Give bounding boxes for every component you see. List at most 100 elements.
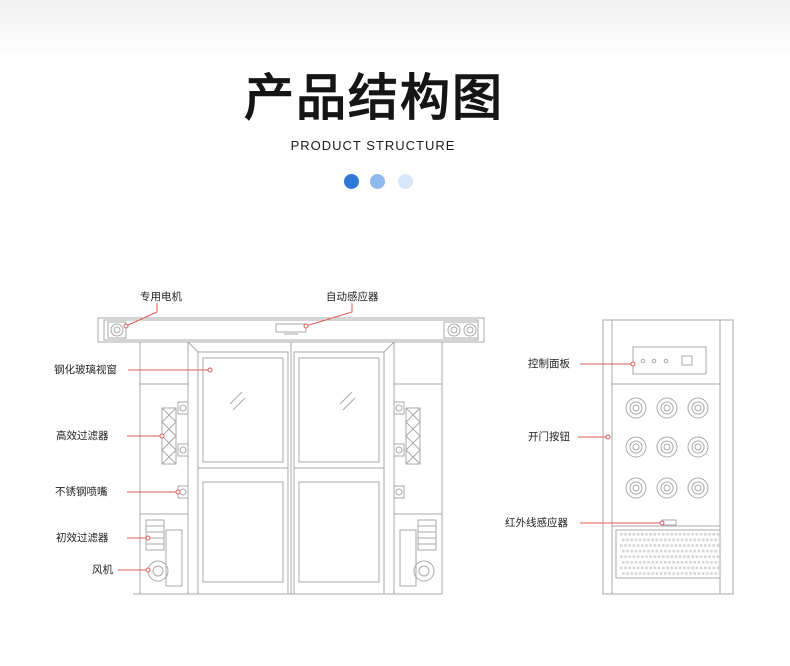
vent-hole bbox=[624, 555, 627, 558]
vent-hole bbox=[628, 566, 631, 570]
vent-hole bbox=[685, 561, 688, 564]
vent-hole bbox=[676, 549, 680, 553]
pointer-dot bbox=[630, 361, 636, 367]
vent-hole bbox=[666, 544, 669, 547]
top-beam bbox=[97, 317, 485, 343]
vent-hole bbox=[710, 538, 713, 542]
vent-hole bbox=[638, 561, 642, 564]
fan-icon-right bbox=[413, 560, 435, 582]
side-nozzle-grid bbox=[625, 397, 709, 499]
vent-hole bbox=[716, 544, 720, 547]
side-cabinet bbox=[602, 319, 734, 595]
vent-hole bbox=[704, 555, 707, 558]
vent-hole bbox=[649, 555, 652, 558]
vent-hole bbox=[704, 566, 707, 570]
vent-hole bbox=[666, 533, 669, 536]
vent-hole bbox=[622, 572, 625, 575]
vent-hole bbox=[689, 572, 692, 575]
vent-hole bbox=[645, 566, 648, 570]
vent-hole bbox=[672, 538, 675, 542]
vent-hole bbox=[668, 561, 671, 564]
vent-hole bbox=[657, 566, 661, 570]
vent-hole bbox=[628, 544, 631, 547]
vent-hole bbox=[674, 555, 678, 558]
vent-hole bbox=[680, 561, 684, 564]
vent-hole bbox=[664, 538, 667, 542]
vent-hole bbox=[626, 538, 629, 542]
vent-hole bbox=[668, 538, 671, 542]
vent-hole bbox=[649, 566, 652, 570]
vent-hole bbox=[674, 533, 678, 536]
vent-hole bbox=[624, 533, 627, 536]
vent-hole bbox=[651, 549, 654, 553]
vent-hole bbox=[643, 561, 646, 564]
vent-hole bbox=[689, 549, 692, 553]
vent-hole bbox=[678, 544, 682, 547]
vent-hole bbox=[668, 572, 671, 575]
vent-hole bbox=[620, 544, 623, 547]
pointer-line bbox=[125, 303, 158, 327]
label-hepa-filter: 高效过滤器 bbox=[56, 430, 109, 442]
right-pillar bbox=[393, 341, 443, 595]
vent-hole bbox=[634, 538, 638, 542]
vent-hole bbox=[630, 561, 633, 564]
vent-hole bbox=[683, 566, 686, 570]
pointer-dot bbox=[159, 433, 165, 439]
sensor-icon bbox=[275, 323, 307, 333]
header-band bbox=[0, 0, 790, 60]
side-nozzle-icon bbox=[687, 397, 709, 419]
label-sensor: 自动感应器 bbox=[326, 291, 379, 303]
vent-hole bbox=[636, 533, 640, 536]
glass-window-right bbox=[298, 357, 380, 463]
vent-hole bbox=[645, 544, 648, 547]
vent-hole bbox=[706, 572, 709, 575]
vent-hole bbox=[712, 566, 715, 570]
vent-hole bbox=[695, 533, 699, 536]
label-control-panel: 控制面板 bbox=[528, 358, 570, 370]
vent-hole bbox=[641, 544, 644, 547]
label-pointers bbox=[118, 303, 665, 573]
side-nozzle-icon bbox=[656, 397, 678, 419]
vent-hole bbox=[647, 561, 650, 564]
vent-hole bbox=[710, 549, 713, 553]
vent-hole bbox=[672, 561, 675, 564]
vent-hole bbox=[697, 561, 701, 564]
vent-hole bbox=[620, 566, 623, 570]
door-right bbox=[293, 351, 385, 595]
vent-hole bbox=[655, 549, 659, 553]
vent-hole bbox=[708, 555, 711, 558]
carousel-dot[interactable] bbox=[398, 174, 413, 189]
side-nozzle-icon bbox=[625, 436, 647, 458]
vent-hole bbox=[666, 555, 669, 558]
vent-hole bbox=[701, 549, 705, 553]
side-nozzle-icon bbox=[687, 436, 709, 458]
vent-hole bbox=[651, 572, 654, 575]
vent-hole bbox=[659, 561, 663, 564]
side-nozzle-icon bbox=[625, 397, 647, 419]
vent-hole bbox=[636, 566, 640, 570]
vent-hole bbox=[622, 538, 625, 542]
label-nozzle: 不锈钢喷嘴 bbox=[55, 486, 108, 498]
vent-hole bbox=[718, 549, 722, 553]
vent-hole bbox=[691, 544, 694, 547]
vent-hole bbox=[712, 555, 715, 558]
carousel-dot-active[interactable] bbox=[344, 174, 359, 189]
control-panel bbox=[632, 346, 707, 375]
vent-hole bbox=[693, 561, 696, 564]
pointer-dot bbox=[207, 367, 213, 373]
vent-hole bbox=[672, 549, 675, 553]
vent-hole bbox=[651, 538, 654, 542]
vent-hole bbox=[630, 538, 633, 542]
vent-hole bbox=[622, 561, 625, 564]
vent-hole bbox=[670, 566, 673, 570]
carousel-dot[interactable] bbox=[370, 174, 385, 189]
vent-hole bbox=[701, 538, 705, 542]
vent-hole bbox=[641, 566, 644, 570]
vent-hole bbox=[649, 544, 652, 547]
pointer-dot bbox=[123, 323, 129, 329]
pointer-dot bbox=[175, 489, 181, 495]
vent-hole bbox=[670, 544, 673, 547]
page-title: 产品结构图 bbox=[244, 69, 504, 127]
label-infrared-sensor: 红外线感应器 bbox=[505, 517, 568, 529]
nozzles-right bbox=[393, 401, 405, 499]
